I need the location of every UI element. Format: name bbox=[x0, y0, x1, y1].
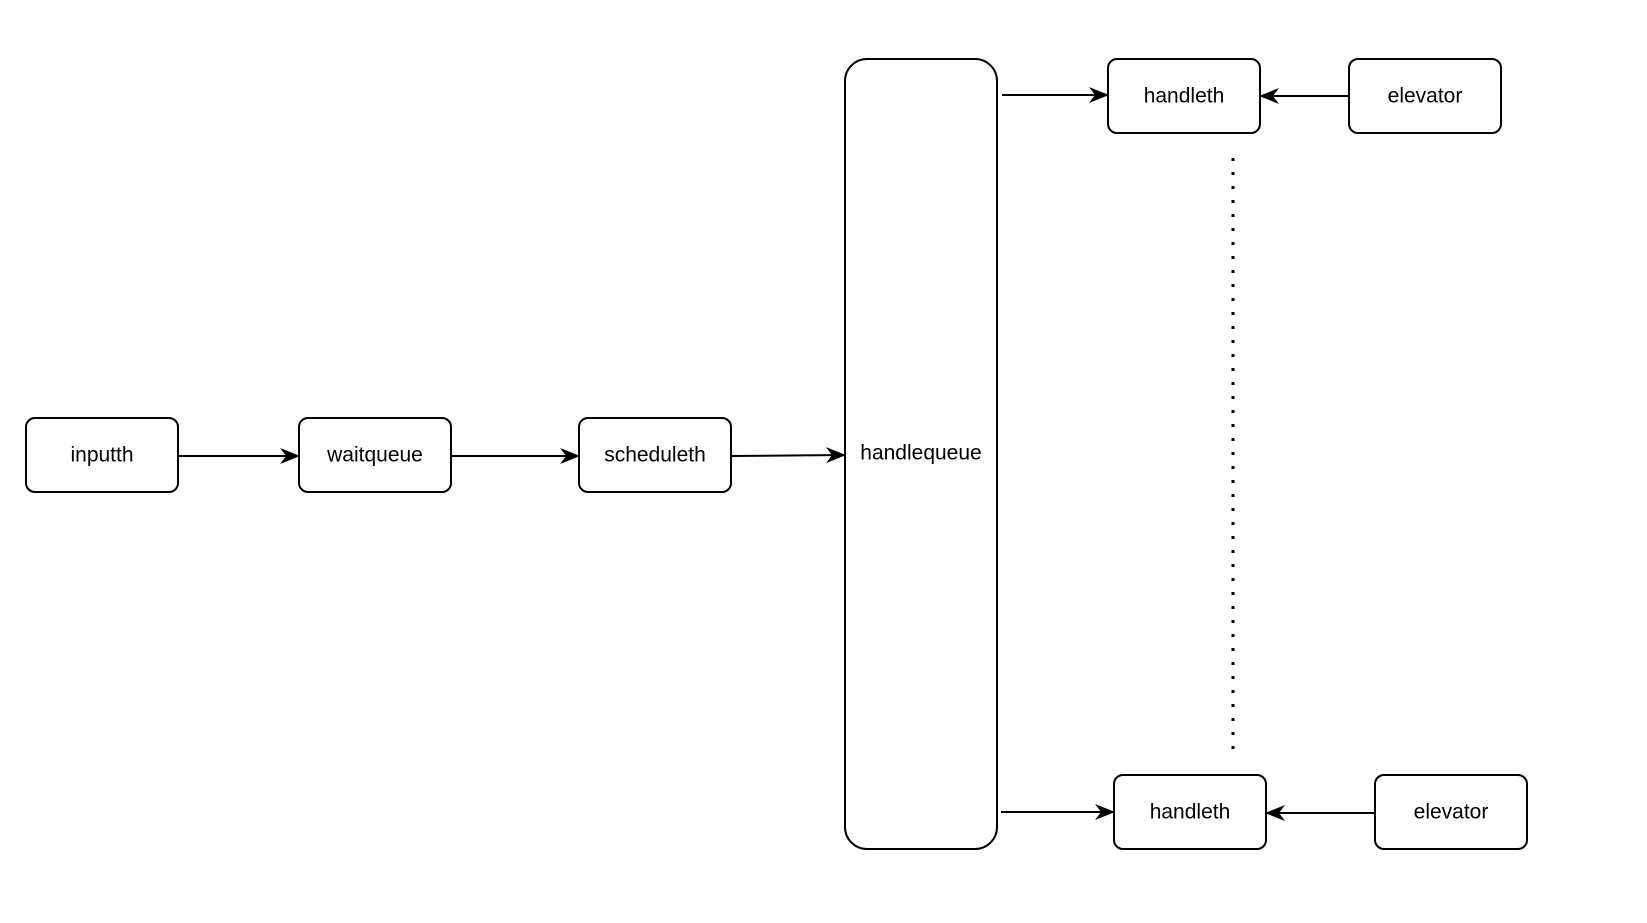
node-handleth-bottom: handleth bbox=[1113, 774, 1267, 850]
node-handleth-top: handleth bbox=[1107, 58, 1261, 134]
node-handleth-bottom-label: handleth bbox=[1150, 801, 1231, 824]
node-handleth-top-label: handleth bbox=[1144, 85, 1225, 108]
node-elevator-top: elevator bbox=[1348, 58, 1502, 134]
node-scheduleth-label: scheduleth bbox=[604, 444, 706, 467]
node-elevator-bottom-label: elevator bbox=[1414, 801, 1489, 824]
node-elevator-top-label: elevator bbox=[1388, 85, 1463, 108]
node-elevator-bottom: elevator bbox=[1374, 774, 1528, 850]
node-scheduleth: scheduleth bbox=[578, 417, 732, 493]
node-waitqueue-label: waitqueue bbox=[326, 444, 423, 467]
node-waitqueue: waitqueue bbox=[298, 417, 452, 493]
node-handlequeue-label: handlequeue bbox=[860, 442, 981, 465]
node-inputth: inputth bbox=[25, 417, 179, 493]
edge-scheduleth-to-handlequeue bbox=[730, 447, 846, 464]
node-handlequeue: handlequeue bbox=[844, 58, 998, 850]
node-inputth-label: inputth bbox=[70, 444, 133, 467]
